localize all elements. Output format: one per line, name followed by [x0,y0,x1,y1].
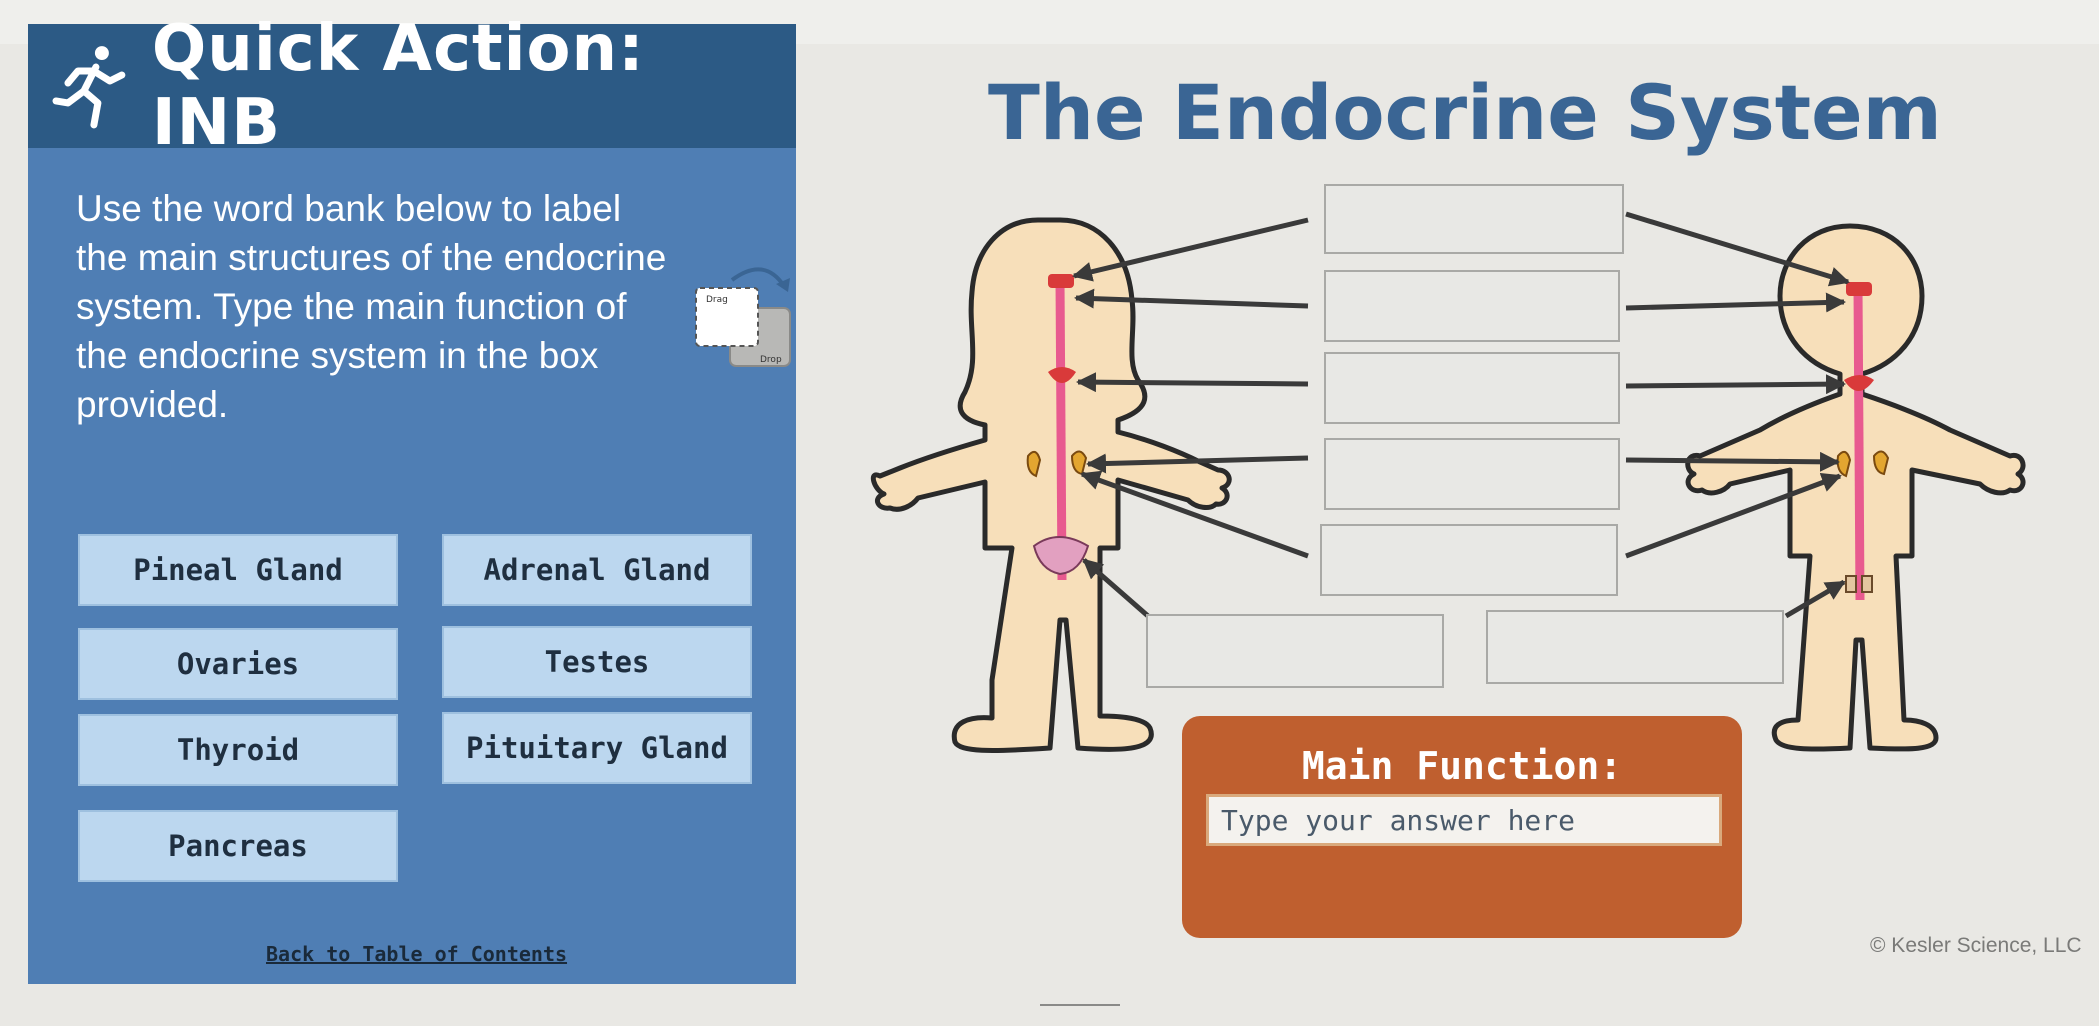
label-drop-box[interactable] [1324,270,1620,342]
drag-drop-icon: Drag Drop [695,267,791,367]
main-title: The Endocrine System [988,68,1942,157]
word-bank-tile[interactable]: Pituitary Gland [442,712,752,784]
back-to-contents-link[interactable]: Back to Table of Contents [266,942,568,966]
label-pointer-arrows [1072,211,1850,619]
header-bar: Quick Action: INB [28,12,796,160]
female-endocrine-organs [1026,274,1090,581]
label-drop-box[interactable] [1486,610,1784,684]
instructions-panel: Quick Action: INB Use the word bank belo… [28,12,796,984]
label-drop-box[interactable] [1320,524,1618,596]
drag-label: Drag [706,295,728,305]
word-bank-tile[interactable]: Ovaries [78,628,398,700]
word-bank-tile[interactable]: Adrenal Gland [442,534,752,606]
word-bank-tile[interactable]: Pancreas [78,810,398,882]
word-bank-tile[interactable]: Testes [442,626,752,698]
main-function-title: Main Function: [1301,744,1623,788]
label-drop-box[interactable] [1324,438,1620,510]
copyright-text: © Kesler Science, LLC [1870,934,2082,957]
instructions-text: Use the word bank below to label the mai… [76,188,667,425]
main-function-answer-input[interactable] [1206,794,1722,846]
label-drop-box[interactable] [1146,614,1444,688]
word-bank-tile[interactable]: Pineal Gland [78,534,398,606]
label-drop-box[interactable] [1324,352,1620,424]
drop-label: Drop [760,355,782,365]
running-person-icon [52,46,126,129]
label-drop-box[interactable] [1324,184,1624,254]
word-bank-tile[interactable]: Thyroid [78,714,398,786]
panel-title: Quick Action: INB [151,12,645,160]
main-function-card: Main Function: [1182,716,1742,938]
divider [1040,1004,1120,1006]
female-body-outline [870,217,1232,753]
